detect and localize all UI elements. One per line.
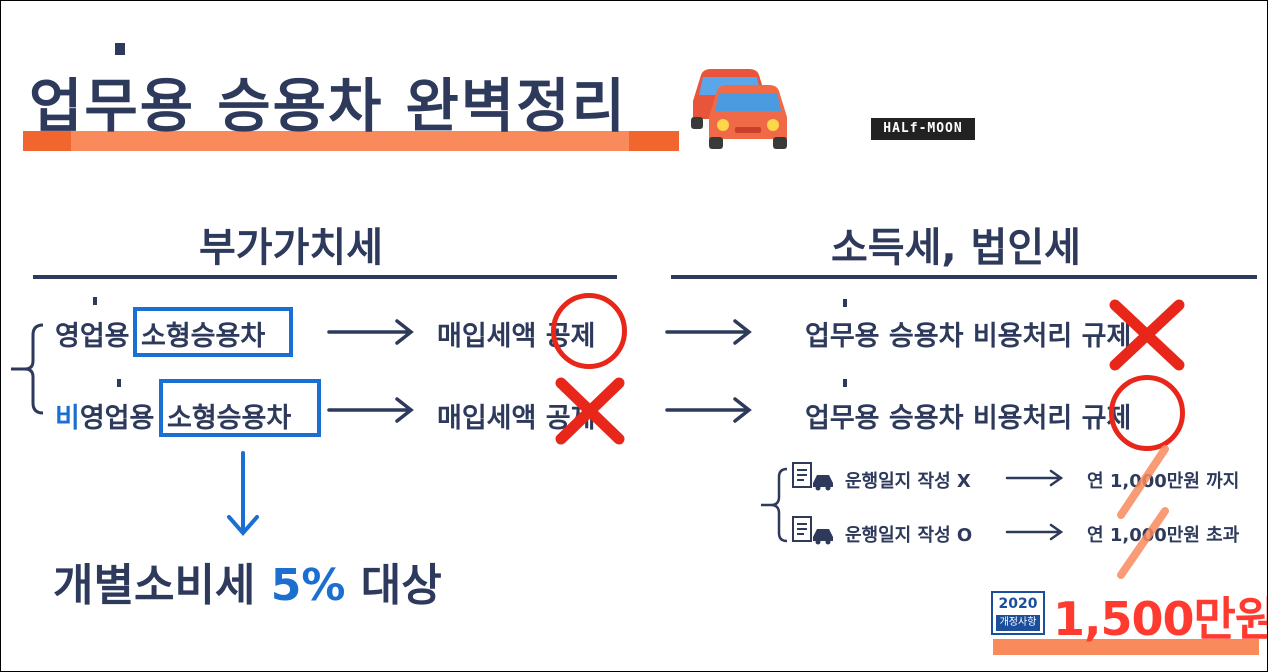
right-heading: 소득세, 법인세 — [831, 225, 1081, 271]
row2-dot — [117, 379, 121, 387]
row2-income-dot — [843, 379, 847, 387]
row1-x-mark-icon — [1109, 299, 1185, 371]
tax-line-suffix: 대상 — [345, 560, 442, 611]
sub-row-bracket — [761, 467, 788, 543]
revision-badge: 2020 개정사항 — [991, 591, 1045, 635]
tax-line-prefix: 개별소비세 — [53, 560, 271, 611]
sub-row2-result: 연 1,000만원 초과 — [1087, 525, 1240, 546]
cars-icon — [691, 69, 787, 149]
row1-arrow-2-icon — [665, 319, 752, 345]
row2-box — [159, 379, 321, 437]
document-car-icon — [792, 516, 833, 545]
new-amount: 1,500만원 — [1053, 592, 1268, 646]
row2-circle-mark — [1109, 375, 1185, 451]
sub-row1-arrow-icon — [1005, 469, 1064, 487]
watermark-badge: HALf-MOON — [871, 118, 975, 140]
sub-row2-arrow-icon — [1005, 523, 1064, 541]
left-heading: 부가가치세 — [199, 225, 383, 271]
row2-arrow-2-icon — [665, 397, 752, 423]
revision-year: 2020 — [998, 596, 1038, 612]
row1-income-dot — [843, 299, 847, 307]
row2-prefix: 영업용 — [79, 403, 155, 434]
row1-dot — [93, 297, 97, 305]
sub-row1-condition: 운행일지 작성 X — [845, 471, 971, 492]
title-dot — [115, 43, 125, 55]
row1-prefix: 영업용 — [55, 321, 130, 352]
row1-income: 업무용 승용차 비용처리 규제 — [805, 321, 1132, 352]
row2-prefix-highlight: 비 — [55, 403, 80, 434]
title-underline-accent-left — [23, 131, 71, 151]
sub-row1-result: 연 1,000만원 까지 — [1087, 471, 1240, 492]
row1-box — [133, 307, 293, 357]
row1-circle-mark — [551, 293, 627, 369]
row1-arrow-1-icon — [327, 319, 414, 345]
amount-underline — [993, 639, 1259, 655]
row-bracket — [11, 323, 44, 415]
row2-arrow-1-icon — [327, 397, 414, 423]
revision-label: 개정사항 — [996, 615, 1040, 631]
title-underline-accent-right — [629, 131, 679, 151]
tax-line-highlight: 5% — [270, 560, 346, 611]
row2-boxed-text: 소형승용차 — [167, 403, 292, 434]
down-arrow-icon — [227, 451, 259, 537]
document-car-icon — [792, 462, 833, 491]
row1-boxed-text: 소형승용차 — [141, 321, 266, 352]
tax-line: 개별소비세 5% 대상 — [53, 549, 442, 613]
row2-prefix-line: 비영업용 — [55, 396, 154, 435]
left-heading-rule — [33, 275, 617, 279]
right-heading-rule — [671, 275, 1257, 279]
row2-x-mark-icon — [555, 377, 625, 445]
title-underline — [23, 131, 679, 151]
strike-marks — [1117, 445, 1169, 579]
page-title: 업무용 승용차 완벽정리 — [29, 72, 627, 140]
sub-row2-condition: 운행일지 작성 O — [845, 525, 973, 546]
row2-income: 업무용 승용차 비용처리 규제 — [805, 403, 1132, 434]
